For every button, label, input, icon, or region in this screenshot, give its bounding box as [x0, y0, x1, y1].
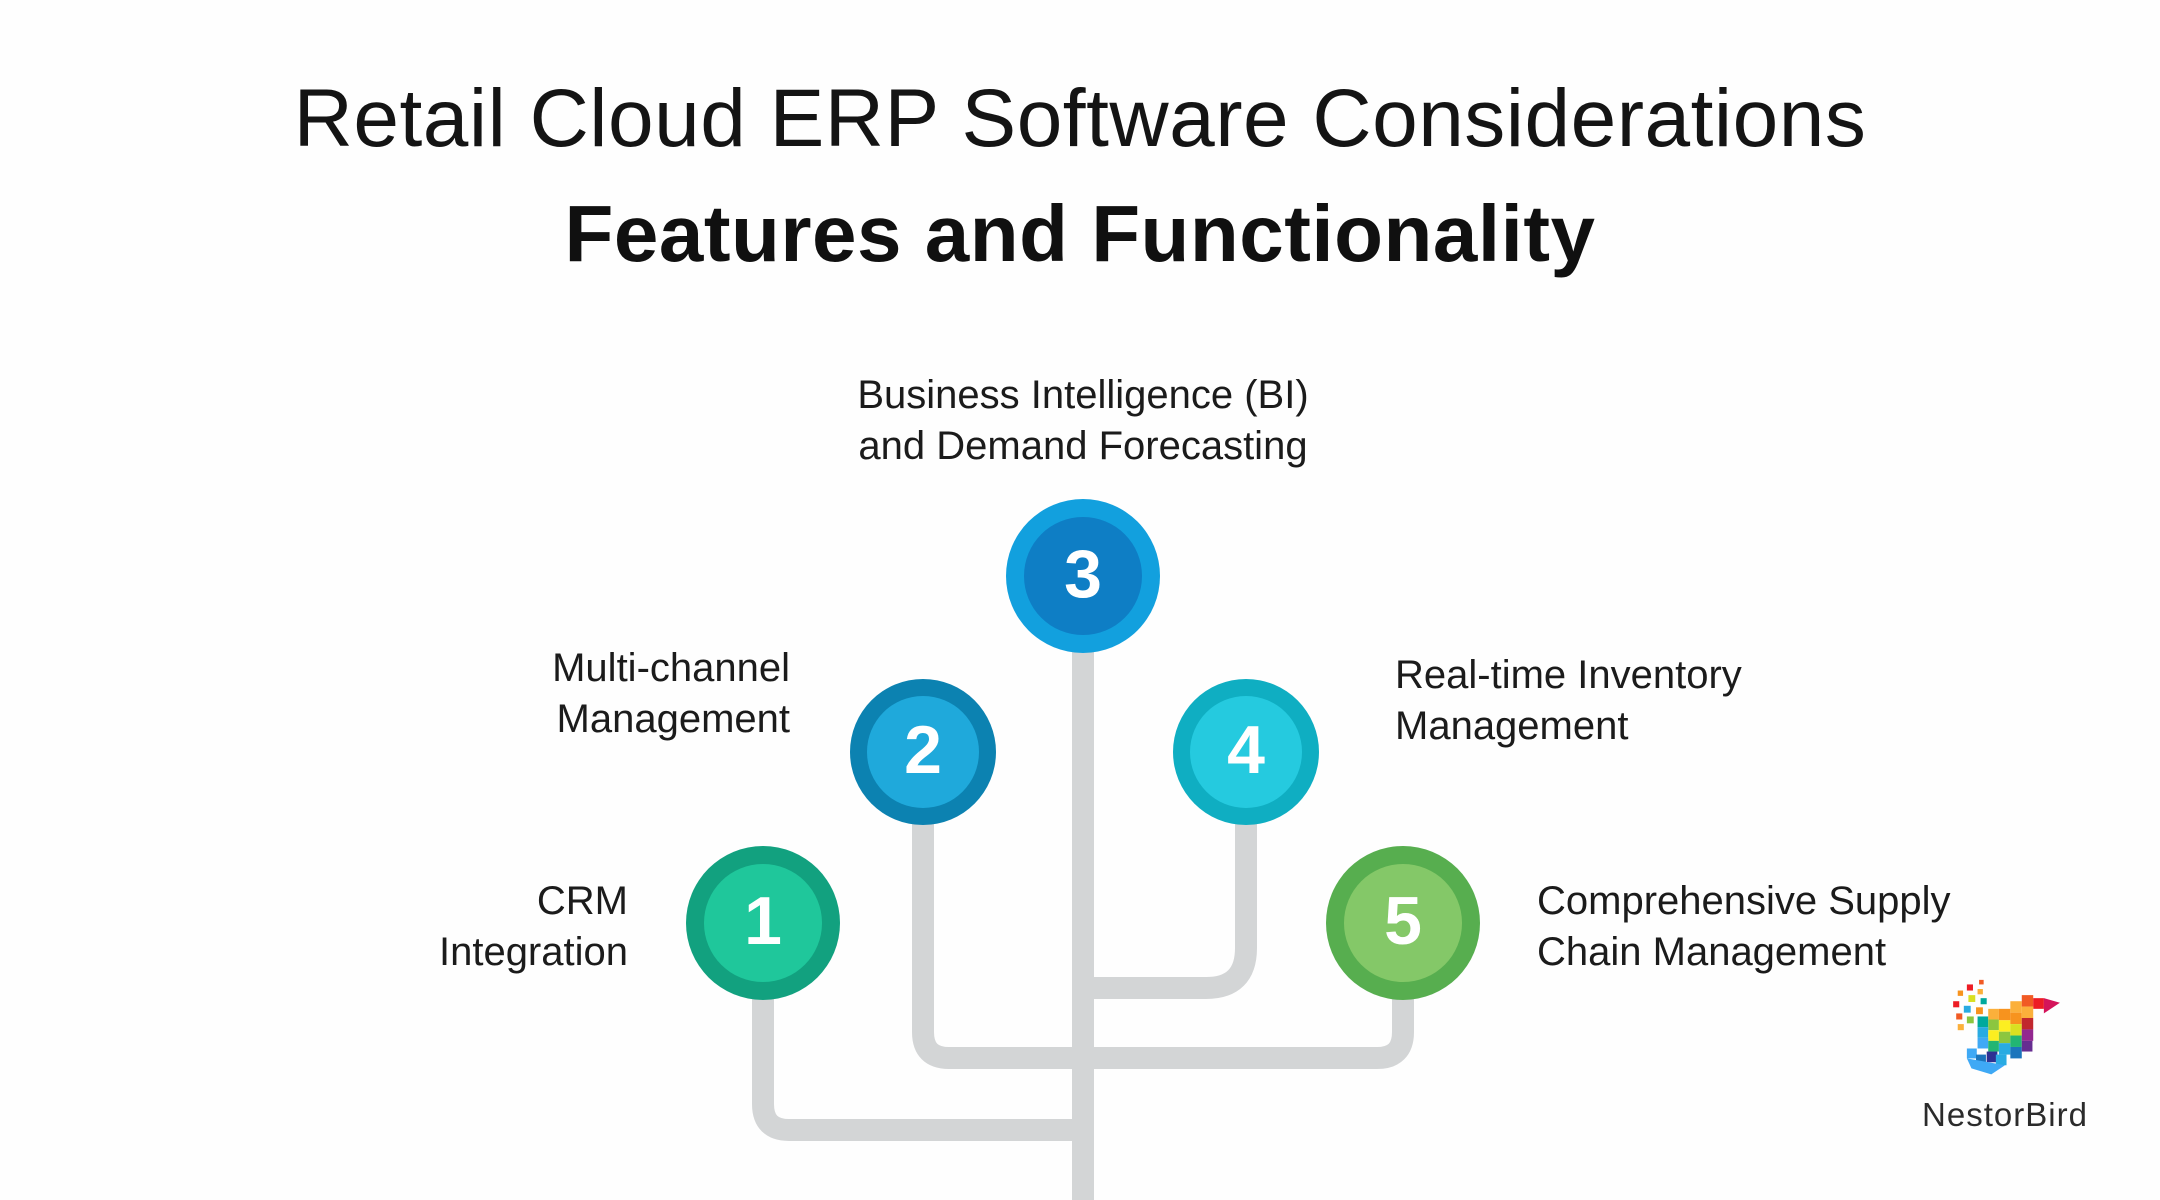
node-circle-4: 4 [1173, 679, 1319, 825]
label-supply-line2: Chain Management [1537, 930, 1887, 974]
node-circle-2: 2 [850, 679, 996, 825]
label-supply-line1: Comprehensive Supply [1537, 879, 1951, 923]
label-crm-line1: CRM [536, 879, 628, 923]
node-circle-3-inner: 3 [1024, 517, 1142, 635]
label-business-intelligence: Business Intelligence (BI) and Demand Fo… [683, 370, 1483, 472]
connector-branch-2-5 [912, 788, 1414, 1069]
node-circle-1: 1 [686, 846, 840, 1000]
node-number-2: 2 [904, 712, 942, 788]
connector-branch-4 [1090, 788, 1257, 999]
label-crm-integration: CRM Integration [439, 876, 628, 978]
label-supply-chain: Comprehensive Supply Chain Management [1537, 876, 1951, 978]
page-subtitle: Features and Functionality [564, 189, 1596, 278]
label-bi-line1: Business Intelligence (BI) [857, 373, 1309, 417]
label-bi-line2: and Demand Forecasting [858, 424, 1308, 468]
nestorbird-logo-text: NestorBird [1922, 1096, 2088, 1133]
label-multi-line1: Multi-channel [552, 646, 790, 690]
label-multi-channel-management: Multi-channel Management [552, 643, 790, 745]
label-realtime-line1: Real-time Inventory [1395, 653, 1742, 697]
node-circle-2-inner: 2 [867, 696, 979, 808]
page-title: Retail Cloud ERP Software Considerations [293, 73, 1867, 164]
label-multi-line2: Management [556, 697, 790, 741]
label-realtime-inventory: Real-time Inventory Management [1395, 650, 1742, 752]
node-circle-5-inner: 5 [1344, 864, 1462, 982]
label-crm-line2: Integration [438, 930, 628, 974]
nestorbird-bird-icon [1953, 979, 2060, 1075]
node-circle-5: 5 [1326, 846, 1480, 1000]
node-number-4: 4 [1227, 712, 1265, 788]
node-circle-4-inner: 4 [1190, 696, 1302, 808]
node-circle-3: 3 [1006, 499, 1160, 653]
connector-branch-1 [752, 935, 1090, 1141]
node-number-5: 5 [1384, 882, 1422, 959]
node-circle-1-inner: 1 [704, 864, 822, 982]
label-realtime-line2: Management [1395, 704, 1629, 748]
node-number-3: 3 [1064, 535, 1102, 612]
nestorbird-logo: NestorBird [1915, 978, 2095, 1134]
node-number-1: 1 [744, 882, 782, 959]
